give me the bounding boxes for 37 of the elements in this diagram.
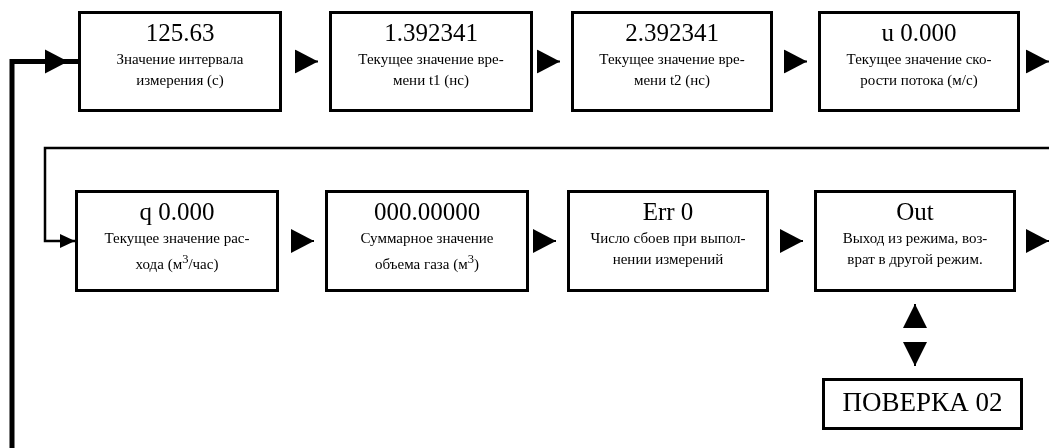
display-value: 2.392341 bbox=[624, 19, 720, 47]
arrow bbox=[784, 49, 807, 74]
display-value: 125.63 bbox=[144, 19, 216, 47]
connector-arrow bbox=[9, 49, 78, 448]
description-text: Значение интервала измерения (с) bbox=[115, 50, 245, 90]
display-box bbox=[814, 190, 1016, 292]
arrow bbox=[537, 49, 560, 74]
display-value: 1.392341 bbox=[383, 19, 479, 47]
description-text: Текущее значение вре- мени t2 (нс) bbox=[598, 50, 746, 90]
arrow bbox=[1026, 229, 1049, 253]
display-value: ПОВЕРКА 02 bbox=[841, 387, 1004, 417]
description-text: Текущее значение ско- рости потока (м/с) bbox=[845, 50, 993, 90]
display-box bbox=[818, 11, 1020, 112]
description-text: Выход из режима, воз- врат в другой режим. bbox=[841, 229, 989, 269]
arrow bbox=[1026, 49, 1049, 74]
display-value: u 0.000 bbox=[880, 19, 958, 47]
display-box bbox=[75, 190, 279, 292]
arrow bbox=[780, 229, 803, 253]
display-value: 000.00000 bbox=[372, 198, 482, 226]
arrow bbox=[291, 229, 314, 253]
arrow bbox=[903, 304, 927, 366]
display-value: Err 0 bbox=[641, 198, 695, 226]
description-text: Суммарное значение объема газа (м$^{3}$) bbox=[359, 229, 495, 274]
display-value: Out bbox=[895, 198, 935, 226]
display-box bbox=[822, 378, 1023, 430]
display-box bbox=[78, 11, 282, 112]
display-box bbox=[567, 190, 769, 292]
display-box bbox=[571, 11, 773, 112]
display-box bbox=[325, 190, 529, 292]
description-text: Текущее значение вре- мени t1 (нс) bbox=[357, 50, 505, 90]
arrow bbox=[295, 49, 318, 74]
description-text: Текущее значение рас- хода (м$^{3}$/час) bbox=[103, 229, 251, 274]
display-value: q 0.000 bbox=[138, 198, 216, 226]
arrow bbox=[533, 229, 556, 253]
connector-arrow bbox=[43, 146, 1049, 248]
description-text: Число сбоев при выпол- нении измерений bbox=[589, 229, 747, 269]
display-box bbox=[329, 11, 533, 112]
